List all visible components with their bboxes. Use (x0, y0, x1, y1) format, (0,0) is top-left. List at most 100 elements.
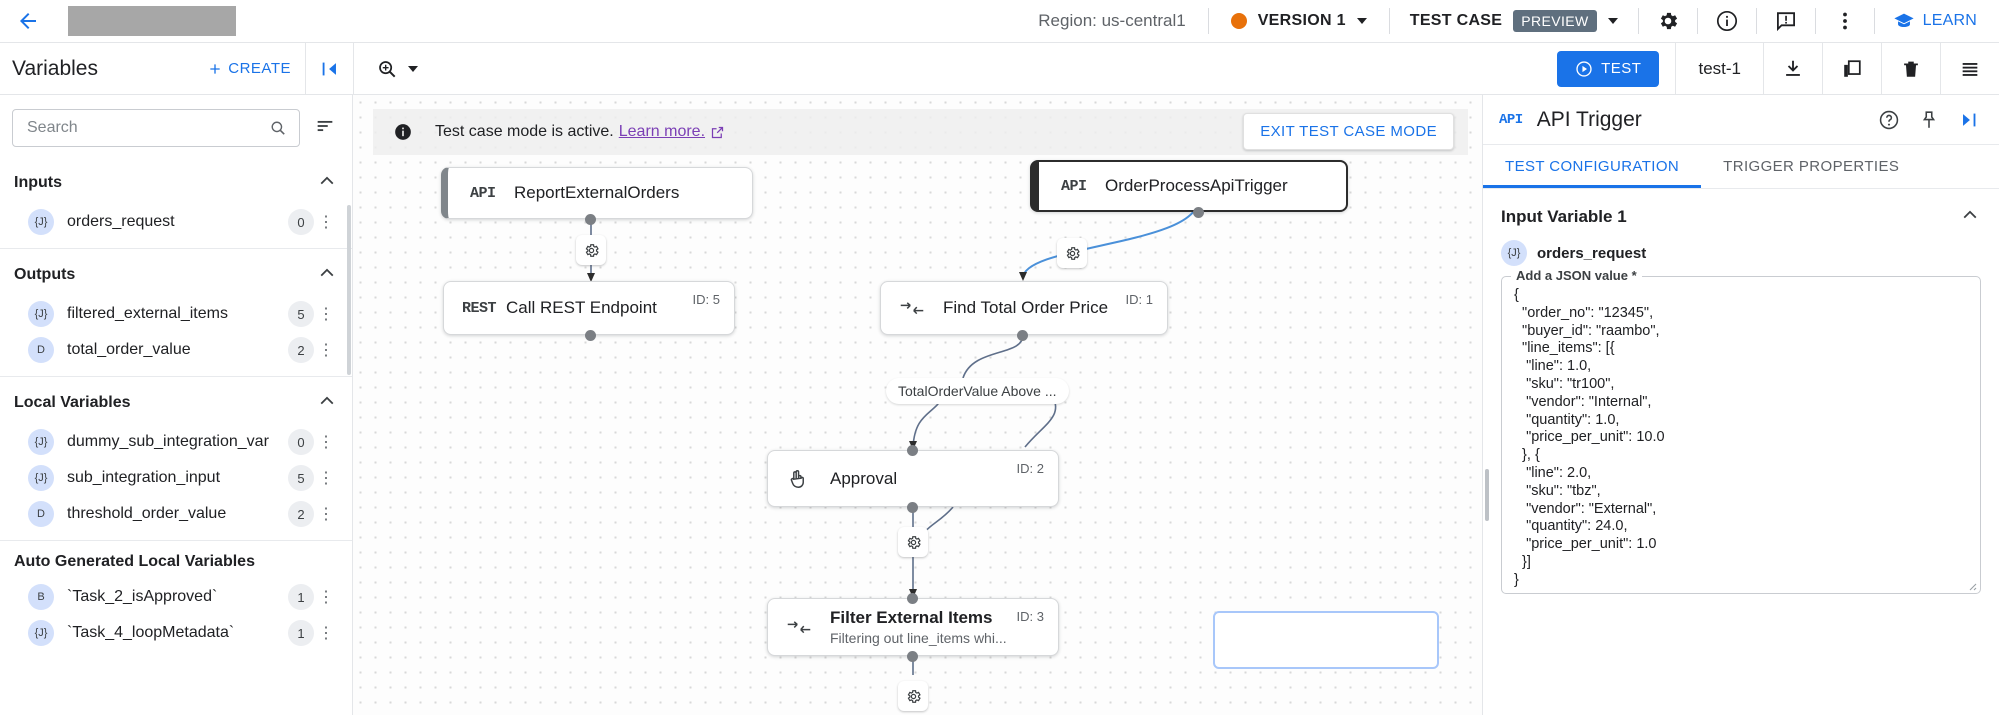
integration-canvas[interactable]: Test case mode is active. Learn more. EX… (353, 95, 1482, 715)
variable-type-badge: {J} (28, 429, 54, 455)
section-header[interactable]: Local Variables (0, 377, 352, 424)
api-icon: API (1499, 111, 1523, 128)
panel-scrollbar[interactable] (1485, 469, 1489, 521)
node-input-port[interactable] (907, 445, 918, 456)
settings-button[interactable] (1639, 0, 1697, 43)
variable-type-badge: {J} (28, 209, 54, 235)
back-button[interactable] (0, 0, 56, 43)
input-variable-header[interactable]: Input Variable 1 (1501, 203, 1981, 230)
panel-actions (1871, 102, 1987, 138)
sort-button[interactable] (310, 115, 340, 142)
search-input[interactable] (25, 118, 261, 138)
canvas-zoom-control[interactable] (353, 42, 440, 95)
node-placeholder[interactable] (1213, 611, 1439, 669)
download-button[interactable] (1763, 42, 1822, 95)
section-header[interactable]: Auto Generated Local Variables (0, 541, 352, 579)
variable-more-button[interactable]: ⋮ (318, 506, 334, 523)
variable-row[interactable]: D total_order_value 2 ⋮ (0, 332, 352, 368)
collapse-sidebar-button[interactable] (305, 42, 353, 95)
node-output-port[interactable] (1017, 330, 1028, 341)
json-field-label: Add a JSON value * (1511, 268, 1642, 283)
variable-count-badge: 0 (288, 429, 314, 455)
variable-more-button[interactable]: ⋮ (318, 589, 334, 606)
variable-more-button[interactable]: ⋮ (318, 306, 334, 323)
variables-section-outputs: Outputs {J} filtered_external_items 5 ⋮ … (0, 249, 352, 377)
edge-settings-button[interactable] (898, 681, 928, 711)
panel-title: API Trigger (1536, 107, 1642, 131)
node-approval[interactable]: Approval ID: 2 (767, 450, 1059, 507)
search-field[interactable] (12, 109, 300, 147)
edge-settings-button[interactable] (1057, 238, 1087, 268)
section-title: Outputs (14, 265, 76, 283)
chevron-up-icon[interactable] (316, 169, 338, 196)
variable-more-button[interactable]: ⋮ (318, 434, 334, 451)
node-title: ReportExternalOrders (514, 183, 680, 202)
variable-row[interactable]: D threshold_order_value 2 ⋮ (0, 496, 352, 532)
json-value-field[interactable]: Add a JSON value * { "order_no": "12345"… (1501, 268, 1981, 594)
edge-settings-button[interactable] (898, 527, 928, 557)
variable-row[interactable]: {J} filtered_external_items 5 ⋮ (0, 296, 352, 332)
test-case-selector[interactable]: TEST CASE PREVIEW (1390, 10, 1638, 32)
create-variable-button[interactable]: CREATE (207, 60, 305, 77)
api-icon: API (1061, 177, 1087, 195)
help-button[interactable] (1871, 102, 1907, 138)
chevron-up-icon[interactable] (316, 389, 338, 416)
version-selector[interactable]: VERSION 1 (1209, 12, 1389, 30)
test-case-name[interactable]: test-1 (1675, 42, 1763, 95)
divider (1696, 8, 1698, 34)
variable-more-button[interactable]: ⋮ (318, 342, 334, 359)
variable-row[interactable]: B `Task_2_isApproved` 1 ⋮ (0, 579, 352, 615)
node-output-port[interactable] (1193, 207, 1204, 218)
section-header[interactable]: Inputs (0, 157, 352, 204)
node-input-port[interactable] (907, 593, 918, 604)
tab-test-configuration[interactable]: TEST CONFIGURATION (1483, 145, 1701, 188)
menu-list-button[interactable] (1940, 42, 1999, 95)
learn-more-link[interactable]: Learn more. (618, 123, 706, 140)
test-label: TEST (1601, 60, 1642, 77)
sort-icon (317, 120, 333, 131)
section-header[interactable]: Outputs (0, 249, 352, 296)
sidebar-scrollbar[interactable] (347, 205, 351, 375)
variable-more-button[interactable]: ⋮ (318, 470, 334, 487)
node-output-port[interactable] (907, 651, 918, 662)
exit-test-case-mode-button[interactable]: EXIT TEST CASE MODE (1243, 113, 1454, 150)
collapse-left-icon (322, 62, 336, 75)
create-label: CREATE (228, 60, 291, 77)
edge-settings-button[interactable] (576, 235, 606, 265)
variable-row[interactable]: {J} sub_integration_input 5 ⋮ (0, 460, 352, 496)
hand-icon (786, 468, 830, 490)
node-order-process-api-trigger[interactable]: API OrderProcessApiTrigger (1030, 160, 1348, 212)
node-call-rest-endpoint[interactable]: REST Call REST Endpoint ID: 5 (443, 281, 735, 335)
chevron-up-icon[interactable] (316, 261, 338, 288)
pin-button[interactable] (1911, 102, 1947, 138)
json-value-text[interactable]: { "order_no": "12345", "buyer_id": "raam… (1514, 287, 1665, 588)
delete-button[interactable] (1881, 42, 1940, 95)
node-output-port[interactable] (585, 330, 596, 341)
variable-row[interactable]: {J} orders_request 0 ⋮ (0, 204, 352, 240)
resize-handle[interactable] (1965, 578, 1977, 591)
more-options-button[interactable] (1816, 0, 1874, 43)
external-link-icon (711, 126, 724, 138)
edge-condition-label[interactable]: TotalOrderValue Above ... (886, 378, 1069, 404)
variable-row[interactable]: {J} dummy_sub_integration_var 0 ⋮ (0, 424, 352, 460)
feedback-button[interactable] (1757, 0, 1815, 43)
variables-section-auto-generated: Auto Generated Local Variables B `Task_2… (0, 541, 352, 659)
variable-count-badge: 5 (288, 465, 314, 491)
collapse-panel-button[interactable] (1951, 102, 1987, 138)
node-filter-external-items[interactable]: Filter External Items Filtering out line… (767, 598, 1059, 656)
variable-more-button[interactable]: ⋮ (318, 214, 334, 231)
search-icon (271, 121, 285, 135)
test-button[interactable]: TEST (1557, 50, 1660, 87)
chevron-up-icon[interactable] (1959, 203, 1981, 230)
tab-trigger-properties[interactable]: TRIGGER PROPERTIES (1723, 158, 1900, 175)
node-find-total-order-price[interactable]: Find Total Order Price ID: 1 (880, 281, 1168, 335)
duplicate-button[interactable] (1822, 42, 1881, 95)
node-output-port[interactable] (585, 214, 596, 225)
info-button[interactable] (1698, 0, 1756, 43)
node-report-external-orders[interactable]: API ReportExternalOrders (441, 167, 753, 219)
learn-button[interactable]: LEARN (1875, 10, 1999, 32)
variable-row[interactable]: {J} `Task_4_loopMetadata` 1 ⋮ (0, 615, 352, 651)
variable-more-button[interactable]: ⋮ (318, 625, 334, 642)
node-output-port[interactable] (907, 502, 918, 513)
pin-icon (1922, 110, 1936, 128)
